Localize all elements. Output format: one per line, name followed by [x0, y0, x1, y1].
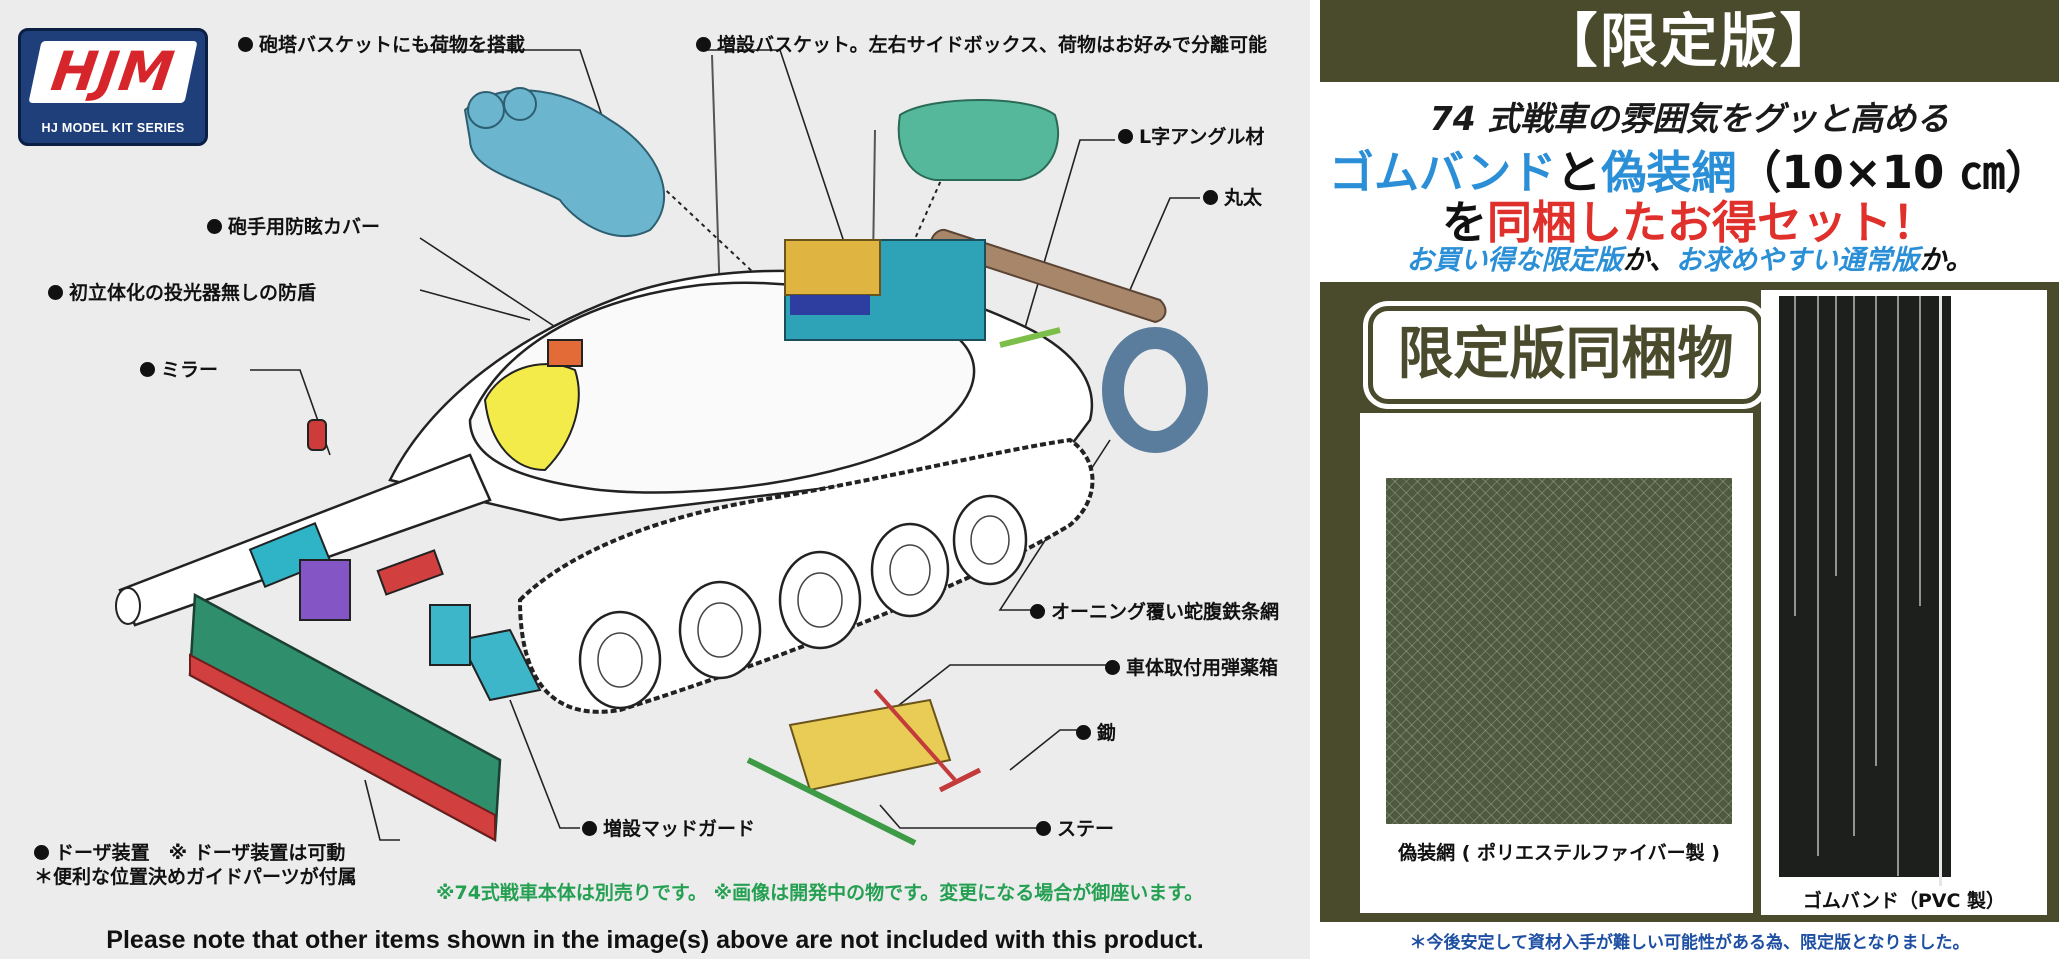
label-rake: 鋤 — [1076, 718, 1116, 745]
logo-subtitle: HJ MODEL KIT SERIES — [41, 121, 185, 135]
label-extra-basket: 増設バスケット。左右サイドボックス、荷物はお好みで分離可能 — [696, 30, 1267, 57]
label-mirror: ミラー — [140, 355, 218, 382]
promo-line-4: お買い得な限定版か、お求めやすい通常版か。 — [1406, 245, 1973, 276]
label-gunner-cover: 砲手用防眩カバー — [207, 212, 380, 239]
promo-line-2: ゴムバンドと偽装網（10×10 ㎝） — [1329, 146, 2050, 199]
label-log: 丸太 — [1203, 183, 1262, 210]
label-turret-basket: 砲塔バスケットにも荷物を搭載 — [238, 30, 525, 57]
rubber-band-image — [1779, 296, 1951, 886]
net-label: 偽装網 ( ポリエステルファイバー製 ) — [1398, 842, 1720, 864]
label-angle: L字アングル材 — [1118, 122, 1264, 149]
band-label: ゴムバンド（PVC 製） — [1802, 890, 2006, 912]
contents-title: 限定版同梱物 — [1368, 306, 1763, 404]
promo-line-1: 74 式戦車の雰囲気をグッと高める — [1429, 99, 1950, 138]
camouflage-net-image — [1386, 478, 1732, 824]
limited-reason-note: ＊今後安定して資材入手が難しい可能性がある為、限定版となりました。 — [1409, 933, 1970, 953]
tank-illustration — [115, 49, 1208, 846]
label-ammo-box: 車体取付用弾薬箱 — [1105, 653, 1278, 680]
label-dozer-guide: ＊便利な位置決めガイドパーツが付属 — [34, 866, 357, 888]
development-note: ※74式戦車本体は別売りです。 ※画像は開発中の物です。変更になる場合が御座いま… — [436, 882, 1204, 904]
limited-edition-panel: 【限定版】 74 式戦車の雰囲気をグッと高める ゴムバンドと偽装網（10×10 … — [1320, 0, 2059, 959]
label-mudguard: 増設マッドガード — [582, 814, 755, 841]
hjm-logo: HJM HJ MODEL KIT SERIES — [18, 28, 208, 146]
limited-edition-title: 【限定版】 — [1320, 0, 2059, 82]
product-illustration-panel: HJM HJ MODEL KIT SERIES — [0, 0, 1310, 959]
disclaimer-note: Please note that other items shown in th… — [106, 926, 1204, 954]
label-wire: オーニング覆い蛇腹鉄条網 — [1030, 597, 1279, 624]
promo-line-3: を同梱したお得セット！ — [1441, 196, 1938, 249]
label-shield: 初立体化の投光器無しの防盾 — [48, 278, 316, 305]
label-stay: ステー — [1036, 814, 1114, 841]
label-dozer: ドーザ装置 ※ ドーザ装置は可動 — [34, 838, 345, 865]
